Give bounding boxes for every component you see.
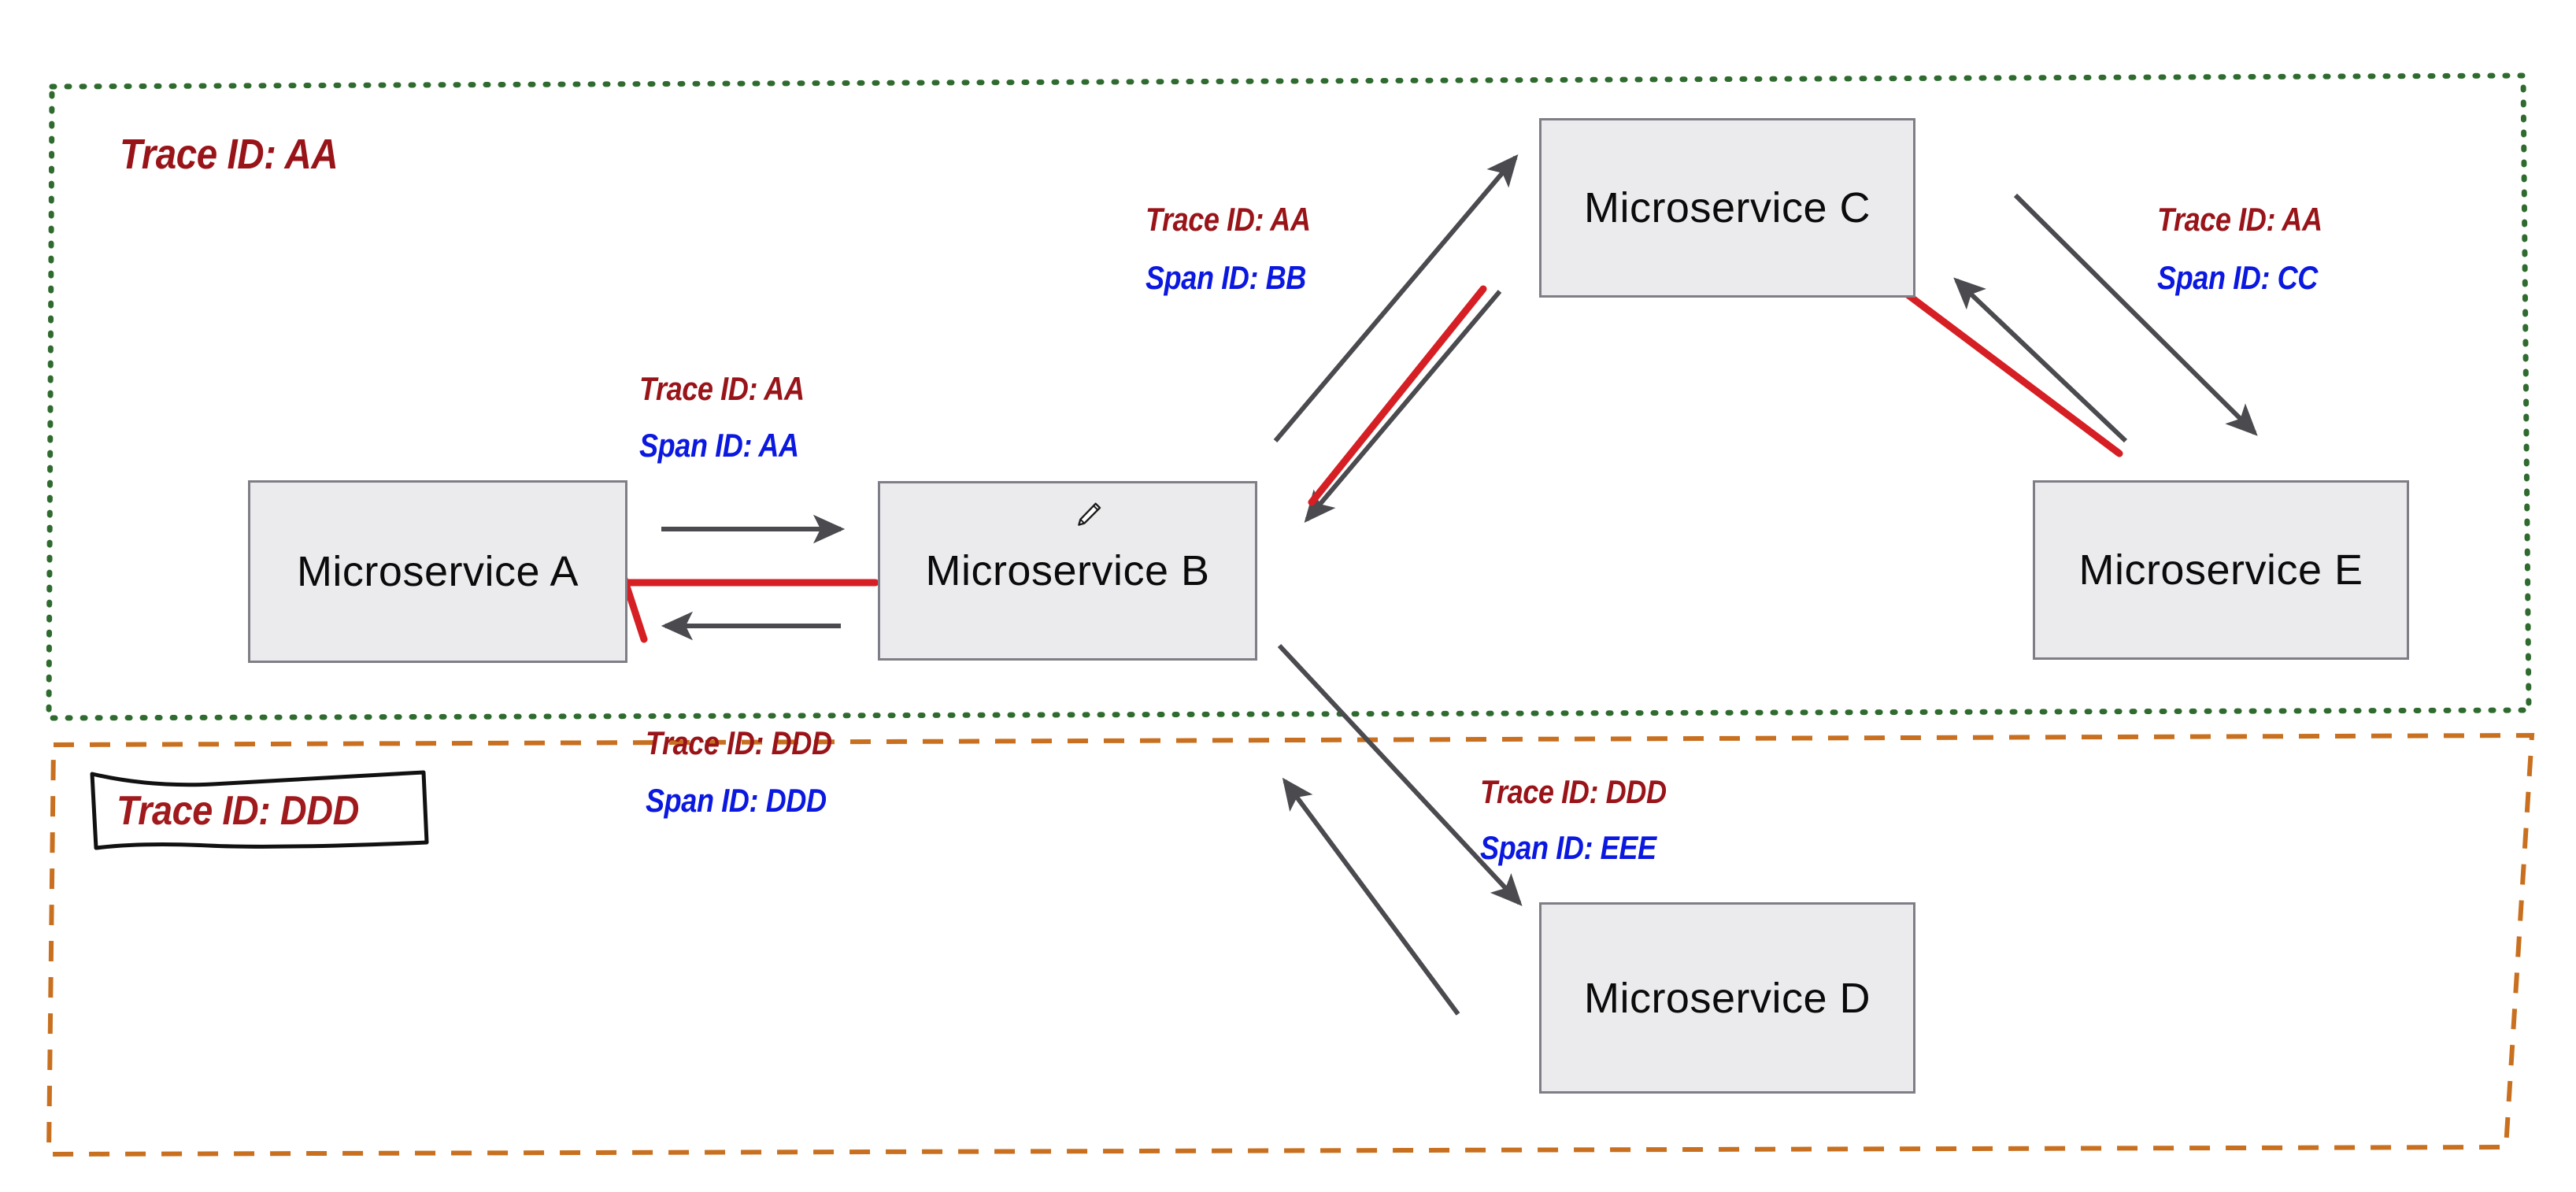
node-microservice-b[interactable]: Microservice B: [878, 481, 1257, 661]
annotation-ce-span: Span ID: CC: [2157, 259, 2318, 296]
red-cut-line-b-c: [1308, 285, 1487, 506]
node-microservice-c[interactable]: Microservice C: [1539, 118, 1915, 298]
annotation-bc-trace: Trace ID: AA: [1146, 201, 1311, 238]
annotation-ab-trace: Trace ID: AA: [639, 370, 805, 407]
node-microservice-d[interactable]: Microservice D: [1539, 902, 1915, 1094]
node-c-label: Microservice C: [1583, 184, 1871, 231]
annotation-bc-span: Span ID: BB: [1146, 259, 1306, 296]
group-ddd-boundary: [46, 732, 2535, 1157]
group-ddd-title: Trace ID: DDD: [117, 788, 359, 834]
node-e-label: Microservice E: [2078, 546, 2363, 594]
annotation-ce-trace: Trace ID: AA: [2157, 201, 2322, 238]
red-cut-line-c-e: [1904, 291, 2123, 457]
pencil-icon: [1078, 502, 1101, 526]
arrow-c-to-b: [1304, 290, 1502, 524]
annotation-bd-span: Span ID: EEE: [1480, 829, 1656, 866]
annotation-ab-span: Span ID: AA: [639, 427, 799, 464]
node-microservice-a[interactable]: Microservice A: [248, 480, 627, 663]
node-a-label: Microservice A: [296, 548, 579, 595]
arrow-d-to-b: [1282, 777, 1460, 1016]
node-b-label: Microservice B: [925, 547, 1210, 594]
arrow-b-to-c: [1273, 154, 1519, 442]
annotation-ddd-span: Span ID: DDD: [646, 782, 827, 819]
node-microservice-e[interactable]: Microservice E: [2033, 480, 2409, 660]
group-aa-title: Trace ID: AA: [120, 131, 339, 178]
node-d-label: Microservice D: [1583, 974, 1871, 1022]
annotation-bd-trace: Trace ID: DDD: [1480, 773, 1667, 810]
arrow-e-to-c: [1953, 277, 2128, 443]
annotation-ddd-trace: Trace ID: DDD: [646, 724, 832, 761]
